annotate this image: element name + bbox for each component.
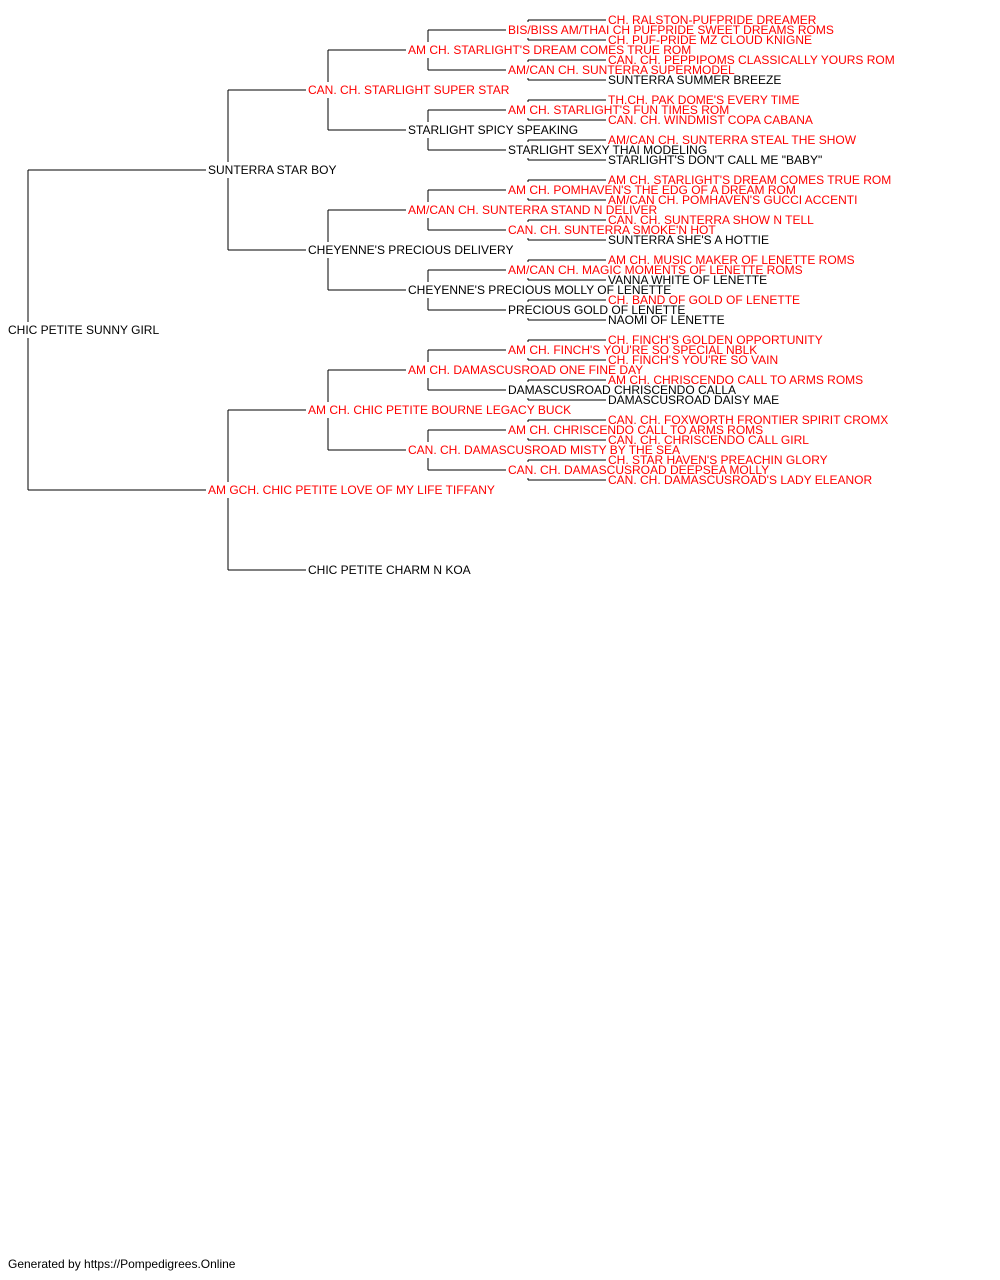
ancestor-name-gen5: TH.CH. PAK DOME'S EVERY TIME: [608, 93, 799, 107]
ancestor-name-gen5: CH. FINCH'S GOLDEN OPPORTUNITY: [608, 333, 823, 347]
ancestor-name-gen5: CAN. CH. SUNTERRA SHOW N TELL: [608, 213, 814, 227]
ancestor-name-gen2: CHEYENNE'S PRECIOUS DELIVERY: [308, 243, 513, 257]
ancestor-name-gen4: DAMASCUSROAD CHRISCENDO CALLA: [508, 383, 736, 397]
ancestor-name-gen3: CHEYENNE'S PRECIOUS MOLLY OF LENETTE: [408, 283, 671, 297]
ancestor-name-gen3: CAN. CH. DAMASCUSROAD MISTY BY THE SEA: [408, 443, 680, 457]
ancestor-name-gen4: AM CH. POMHAVEN'S THE EDG OF A DREAM ROM: [508, 183, 796, 197]
ancestor-name-gen5: SUNTERRA SUMMER BREEZE: [608, 73, 781, 87]
ancestor-name-gen2: AM CH. CHIC PETITE BOURNE LEGACY BUCK: [308, 403, 571, 417]
ancestor-name-gen5: CH. PUF-PRIDE MZ CLOUD KNIGNE: [608, 33, 812, 47]
ancestor-name-gen5: CAN. CH. PEPPIPOMS CLASSICALLY YOURS ROM: [608, 53, 895, 67]
ancestor-name-gen2: CHIC PETITE CHARM N KOA: [308, 563, 471, 577]
ancestor-name-gen5: STARLIGHT'S DON'T CALL ME "BABY": [608, 153, 822, 167]
ancestor-name-gen5: CAN. CH. CHRISCENDO CALL GIRL: [608, 433, 809, 447]
ancestor-name-gen5: SUNTERRA SHE'S A HOTTIE: [608, 233, 769, 247]
ancestor-name-gen3: STARLIGHT SPICY SPEAKING: [408, 123, 578, 137]
ancestor-name-gen1: SUNTERRA STAR BOY: [208, 163, 336, 177]
ancestor-name-gen4: CAN. CH. DAMASCUSROAD DEEPSEA MOLLY: [508, 463, 769, 477]
ancestor-name-gen4: AM/CAN CH. MAGIC MOMENTS OF LENETTE ROMS: [508, 263, 803, 277]
ancestor-name-gen5: AM CH. CHRISCENDO CALL TO ARMS ROMS: [608, 373, 863, 387]
footer-credit: Generated by https://Pompedigrees.Online: [8, 1257, 236, 1271]
ancestor-name-gen5: DAMASCUSROAD DAISY MAE: [608, 393, 779, 407]
ancestor-name-gen4: AM CH. FINCH'S YOU'RE SO SPECIAL NBLK: [508, 343, 757, 357]
ancestor-name-gen1: AM GCH. CHIC PETITE LOVE OF MY LIFE TIFF…: [208, 483, 495, 497]
ancestor-name-gen5: CH. STAR HAVEN'S PREACHIN GLORY: [608, 453, 828, 467]
ancestor-name-gen3: AM CH. DAMASCUSROAD ONE FINE DAY: [408, 363, 643, 377]
pedigree-tree: CHIC PETITE SUNNY GIRL SUNTERRA STAR BOY C…: [8, 13, 895, 577]
ancestor-name-gen4: BIS/BISS AM/THAI CH PUFPRIDE SWEET DREAM…: [508, 23, 834, 37]
ancestor-name-gen4: AM CH. CHRISCENDO CALL TO ARMS ROMS: [508, 423, 763, 437]
ancestor-name-gen4: AM/CAN CH. SUNTERRA SUPERMODEL: [508, 63, 735, 77]
ancestor-name-gen5: CAN. CH. DAMASCUSROAD'S LADY ELEANOR: [608, 473, 872, 487]
ancestor-name-gen3: AM CH. STARLIGHT'S DREAM COMES TRUE ROM: [408, 43, 691, 57]
ancestor-name-gen4: PRECIOUS GOLD OF LENETTE: [508, 303, 685, 317]
ancestor-name-gen4: CAN. CH. SUNTERRA SMOKE'N HOT: [508, 223, 716, 237]
ancestor-name-gen5: CAN. CH. WINDMIST COPA CABANA: [608, 113, 813, 127]
ancestor-name-gen5: AM CH. STARLIGHT'S DREAM COMES TRUE ROM: [608, 173, 891, 187]
ancestor-name-gen4: STARLIGHT SEXY THAI MODELING: [508, 143, 707, 157]
ancestor-name-gen3: AM/CAN CH. SUNTERRA STAND N DELIVER: [408, 203, 657, 217]
ancestor-name-gen5: AM CH. MUSIC MAKER OF LENETTE ROMS: [608, 253, 855, 267]
ancestor-name-gen5: CH. BAND OF GOLD OF LENETTE: [608, 293, 800, 307]
ancestor-name-gen5: AM/CAN CH. SUNTERRA STEAL THE SHOW: [608, 133, 857, 147]
ancestor-name-gen5: CH. RALSTON-PUFPRIDE DREAMER: [608, 13, 817, 27]
ancestor-name-gen4: AM CH. STARLIGHT'S FUN TIMES ROM: [508, 103, 729, 117]
ancestor-name-gen5: AM/CAN CH. POMHAVEN'S GUCCI ACCENTI: [608, 193, 857, 207]
ancestor-name-gen5: CAN. CH. FOXWORTH FRONTIER SPIRIT CROMX: [608, 413, 888, 427]
subject-name: CHIC PETITE SUNNY GIRL: [8, 323, 159, 337]
ancestor-name-gen5: VANNA WHITE OF LENETTE: [608, 273, 767, 287]
ancestor-name-gen5: NAOMI OF LENETTE: [608, 313, 725, 327]
ancestor-name-gen2: CAN. CH. STARLIGHT SUPER STAR: [308, 83, 510, 97]
ancestor-name-gen5: CH. FINCH'S YOU'RE SO VAIN: [608, 353, 778, 367]
